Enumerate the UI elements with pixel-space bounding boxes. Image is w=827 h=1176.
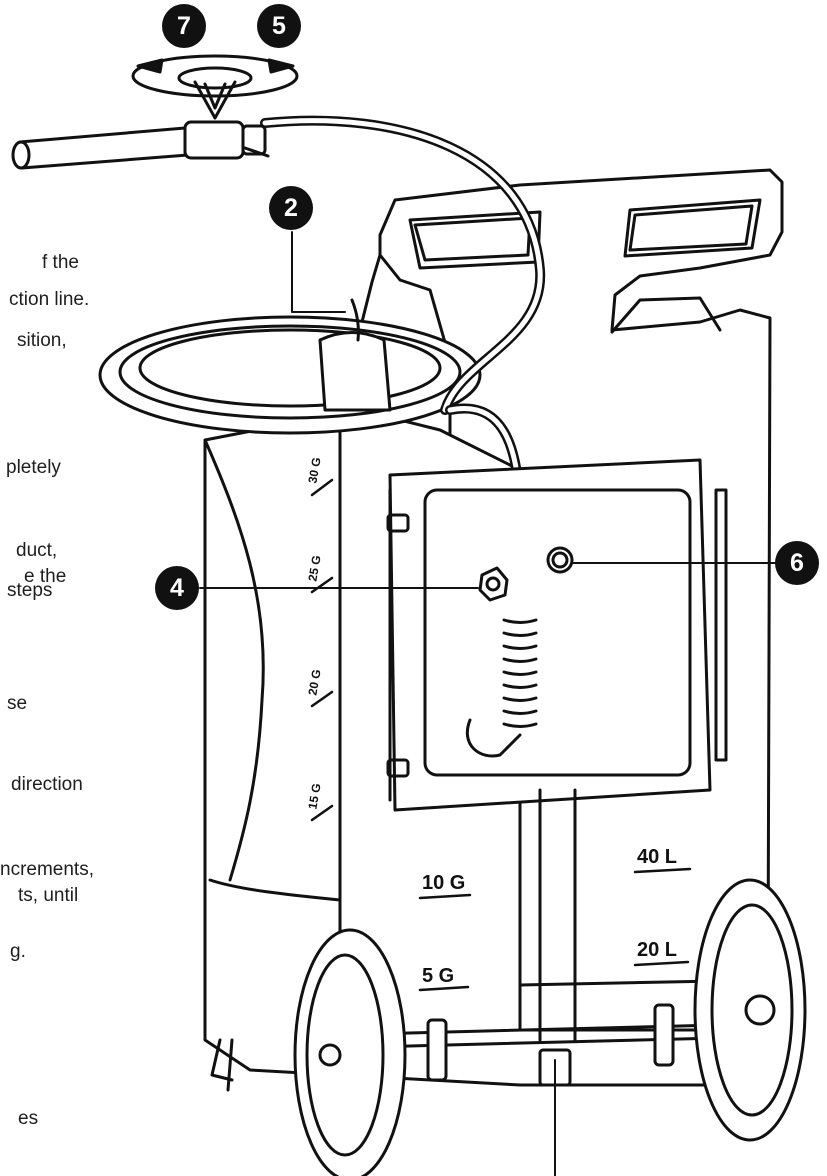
instruction-line: duct, <box>16 540 58 561</box>
panel-latches <box>386 513 410 778</box>
instruction-line: direction <box>11 774 83 795</box>
right-wheel <box>693 878 807 1142</box>
funnel-basin <box>98 298 482 435</box>
instruction-line: pletely <box>6 457 61 478</box>
hose-coil <box>465 618 538 758</box>
hose-nozzle <box>11 120 270 170</box>
instruction-line: es <box>18 1108 39 1129</box>
volume-marks <box>310 478 692 992</box>
instruction-line: se <box>7 693 28 714</box>
gallon-mark-15: 15 G <box>305 782 323 810</box>
instruction-line: e the <box>24 566 67 587</box>
gallon-mark-5: 5 G <box>422 965 454 987</box>
instruction-line: steps <box>7 580 53 601</box>
instruction-line: ction line. <box>9 289 90 310</box>
callout-6: 6 <box>775 541 819 585</box>
access-panel <box>388 458 728 812</box>
callout-7: 7 <box>162 4 206 48</box>
instruction-line: g. <box>10 941 26 962</box>
drain-hose <box>260 115 546 725</box>
gallon-mark-20: 20 G <box>305 668 323 696</box>
liter-mark-40: 40 L <box>637 846 677 868</box>
instruction-line: f the <box>42 252 79 273</box>
gallon-mark-10: 10 G <box>422 872 465 894</box>
air-inlet-fitting <box>546 546 574 574</box>
callout-leaders <box>199 231 779 1176</box>
center-post <box>538 788 577 1042</box>
gallon-mark-25: 25 G <box>305 554 323 582</box>
gallon-mark-30: 30 G <box>305 456 323 484</box>
instruction-line: ts, until <box>18 885 79 906</box>
callout-4: 4 <box>155 566 199 610</box>
callout-2: 2 <box>269 186 313 230</box>
instruction-line: sition, <box>17 330 67 351</box>
valve-rotation-arc <box>131 54 299 98</box>
instruction-line: ncrements, <box>0 859 94 880</box>
callout-5: 5 <box>257 4 301 48</box>
rear-stand <box>210 1038 234 1092</box>
ball-valve-handle <box>177 66 253 120</box>
pressure-relief-fitting <box>478 566 509 602</box>
liter-mark-20: 20 L <box>637 939 677 961</box>
left-wheel <box>293 928 407 1176</box>
